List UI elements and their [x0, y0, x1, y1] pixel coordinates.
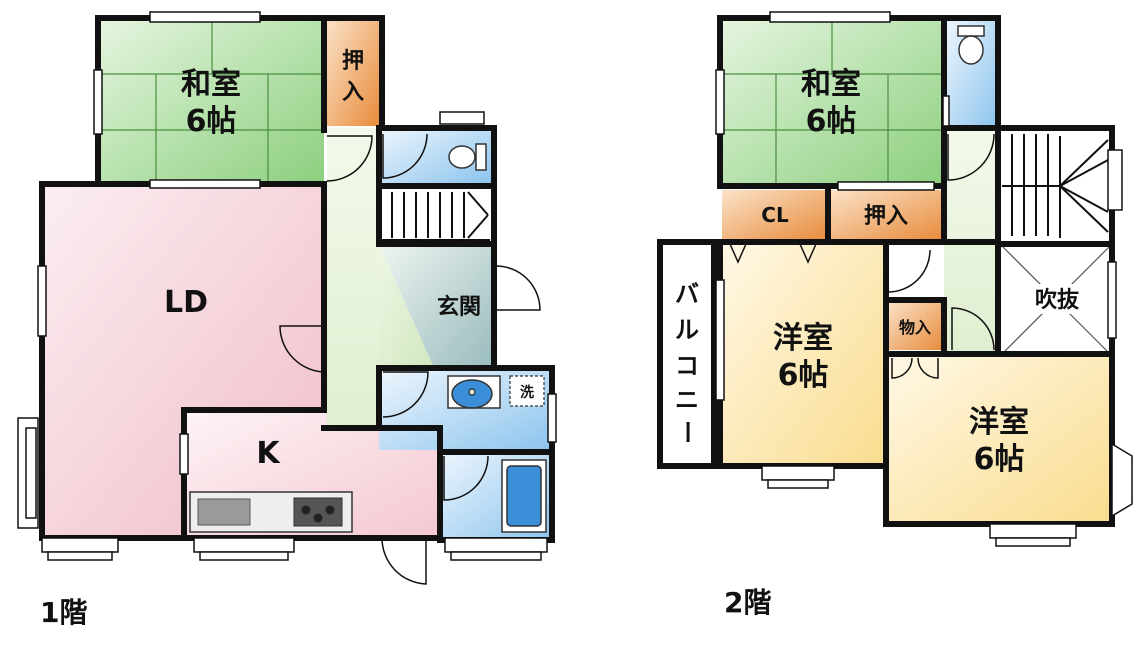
- room-stairs-1f-fill: [379, 186, 492, 242]
- tatami-lines-2f: [720, 18, 944, 184]
- label-washitsu-2f-line2: 6帖: [806, 104, 857, 139]
- label-kitchen: K: [256, 436, 281, 471]
- label-monoire: 物入: [899, 318, 931, 337]
- toilet-1f-icon: [448, 143, 487, 171]
- label-youshitsu-2-line1: 洋室: [969, 405, 1029, 440]
- washing-machine-space: [509, 375, 545, 407]
- floor-1: 和室 6帖 押 入 LD 玄関 K 洗 1階: [17, 11, 557, 629]
- label-youshitsu-2-line2: 6帖: [974, 442, 1025, 477]
- room-monoire-fill: [888, 302, 942, 350]
- bathtub-icon: [501, 459, 547, 533]
- label-balcony-4: ニ: [675, 386, 699, 414]
- label-balcony-1: バ: [675, 280, 699, 308]
- room-washitsu-1f-fill: [98, 18, 324, 184]
- room-hall-1f-fill: [327, 128, 379, 428]
- tatami-lines-1f: [98, 18, 324, 184]
- label-sentaku: 洗: [520, 384, 534, 401]
- doors-2f: [729, 133, 995, 379]
- label-washitsu-2f-line1: 和室: [801, 67, 861, 102]
- kitchen-counter: [189, 491, 353, 533]
- doors-1f: [279, 133, 541, 585]
- floor-1-title: 1階: [40, 596, 87, 629]
- label-youshitsu-1-line1: 洋室: [773, 321, 833, 356]
- floor-2-title: 2階: [724, 586, 771, 619]
- stairs-2f: [1002, 134, 1109, 238]
- room-cl-fill: [722, 190, 827, 240]
- wash-basin-icon: [447, 375, 501, 409]
- floor-2: 和室 6帖 CL 押入 バ ル コ ニ ー 洋室 6帖 物入 吹抜 洋室 6帖 …: [657, 11, 1133, 619]
- label-balcony-5: ー: [673, 420, 701, 444]
- label-youshitsu-1-line2: 6帖: [778, 358, 829, 393]
- windows-2f: [715, 11, 1133, 547]
- windows-1f: [17, 11, 557, 561]
- label-ld: LD: [164, 285, 208, 320]
- room-oshiire-1f-fill: [327, 18, 379, 126]
- label-balcony-2: ル: [675, 316, 699, 344]
- room-youshitsu-1-fill: [722, 244, 884, 466]
- label-oshiire-1f-line1: 押: [342, 48, 364, 74]
- label-fukinuke: 吹抜: [1035, 287, 1080, 313]
- label-cl: CL: [761, 203, 789, 227]
- label-balcony-3: コ: [675, 352, 699, 380]
- label-washitsu-1f-line2: 6帖: [186, 104, 237, 139]
- room-youshitsu-2-fill: [888, 356, 1112, 522]
- label-washitsu-1f-line1: 和室: [181, 67, 241, 102]
- room-genkan-fill: [379, 244, 492, 366]
- label-oshiire-2f: 押入: [864, 203, 908, 229]
- label-oshiire-1f-line2: 入: [342, 80, 364, 105]
- room-genkan-floor-fill: [379, 244, 433, 366]
- stairs-1f: [380, 191, 490, 241]
- toilet-2f-icon: [957, 25, 985, 65]
- room-oshiire-2f-fill: [830, 190, 942, 240]
- label-genkan: 玄関: [437, 294, 481, 320]
- fukinuke-label-bg: [1024, 284, 1090, 314]
